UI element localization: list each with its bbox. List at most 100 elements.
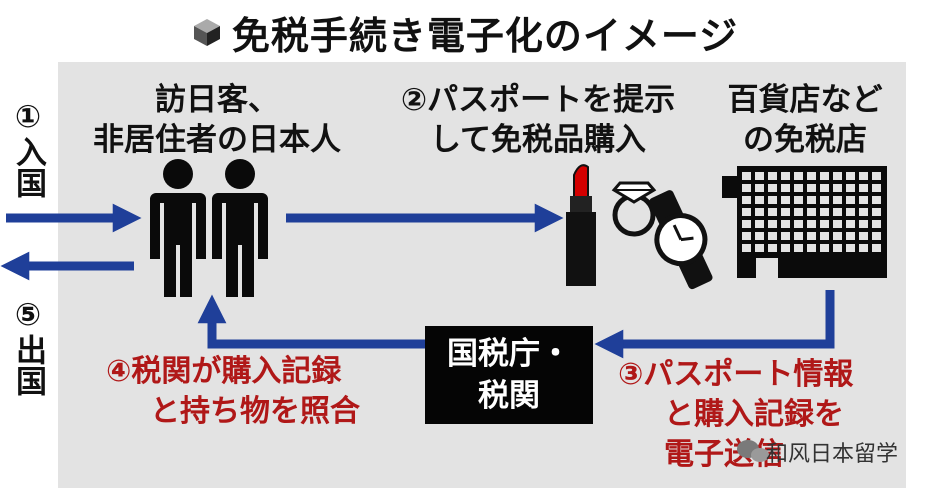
- store-label: 百貨店など の免税店: [712, 80, 898, 160]
- store-label-line1: 百貨店など: [727, 82, 883, 118]
- building-window: [859, 220, 868, 228]
- building-window: [768, 208, 777, 216]
- building-window: [742, 208, 751, 216]
- step2-label: ②パスポートを提示 して免税品購入: [378, 80, 698, 160]
- building-window: [742, 172, 751, 180]
- building-window: [794, 196, 803, 204]
- building-window: [872, 232, 881, 240]
- building-window: [781, 208, 790, 216]
- building-window: [781, 184, 790, 192]
- step2-label-line2: して免税品購入: [429, 122, 647, 158]
- watch-icon: [649, 190, 713, 290]
- watermark: 和风日本留学: [766, 436, 898, 468]
- building-window: [781, 172, 790, 180]
- authority-to-visitor-arrow: [197, 294, 425, 349]
- diagram-title: 免税手続き電子化のイメージ: [0, 6, 930, 58]
- person-icon: [212, 159, 268, 297]
- building-window: [833, 208, 842, 216]
- building-window: [846, 220, 855, 228]
- store-building-icon: [722, 166, 887, 278]
- building-window: [807, 196, 816, 204]
- building-window: [768, 232, 777, 240]
- building-window: [859, 244, 868, 252]
- wechat-icon: [737, 440, 769, 462]
- building-window: [768, 184, 777, 192]
- building-window: [807, 220, 816, 228]
- building-window: [820, 208, 829, 216]
- step2-label-line1: ②パスポートを提示: [400, 82, 676, 118]
- building-window: [833, 196, 842, 204]
- building-window: [820, 172, 829, 180]
- building-window: [820, 232, 829, 240]
- building-window: [755, 220, 764, 228]
- building-window: [807, 244, 816, 252]
- building-window: [794, 220, 803, 228]
- building-window: [872, 220, 881, 228]
- step3-label-line2: と購入記録を: [664, 397, 844, 432]
- entry-label: ① 入国: [8, 98, 48, 198]
- building-window: [755, 184, 764, 192]
- authority-line2: 税関: [478, 378, 540, 414]
- step4-label-line2: と持ち物を照合: [150, 394, 360, 429]
- building-window: [742, 184, 751, 192]
- building-window: [781, 196, 790, 204]
- step3-label: ③パスポート情報 と購入記録を 電子送信: [618, 355, 853, 475]
- building-window: [820, 196, 829, 204]
- building-window: [768, 196, 777, 204]
- building-window: [742, 196, 751, 204]
- building-window: [781, 220, 790, 228]
- building-window: [820, 244, 829, 252]
- building-window: [833, 184, 842, 192]
- exit-text: 出国: [10, 334, 46, 396]
- building-window: [794, 208, 803, 216]
- exit-label: ⑤ 出国: [8, 296, 48, 396]
- authority-box: 国税庁・ 税関: [425, 326, 593, 424]
- building-window: [846, 232, 855, 240]
- building-window: [859, 184, 868, 192]
- building-window: [807, 172, 816, 180]
- building-window: [846, 184, 855, 192]
- building-window: [742, 244, 751, 252]
- building-window: [807, 184, 816, 192]
- authority-line1: 国税庁・: [447, 336, 571, 372]
- building-window: [742, 232, 751, 240]
- store-label-line2: の免税店: [743, 122, 867, 158]
- building-window: [833, 220, 842, 228]
- building-window: [794, 184, 803, 192]
- building-window: [859, 196, 868, 204]
- building-window: [859, 232, 868, 240]
- visitor-label: 訪日客、 非居住者の日本人: [62, 80, 372, 160]
- lipstick-icon: [566, 164, 596, 286]
- building-window: [807, 208, 816, 216]
- step3-label-line1: ③パスポート情報: [618, 357, 854, 392]
- building-window: [768, 220, 777, 228]
- building-window: [755, 232, 764, 240]
- building-window: [872, 196, 881, 204]
- title-text: 免税手続き電子化のイメージ: [231, 13, 739, 58]
- building-window: [846, 172, 855, 180]
- entry-number: ①: [14, 99, 42, 135]
- building-window: [833, 244, 842, 252]
- building-window: [846, 244, 855, 252]
- visitor-label-line2: 非居住者の日本人: [93, 122, 341, 158]
- building-window: [859, 208, 868, 216]
- building-window: [807, 232, 816, 240]
- building-window: [755, 244, 764, 252]
- building-window: [859, 172, 868, 180]
- building-window: [872, 244, 881, 252]
- building-window: [768, 244, 777, 252]
- building-window: [872, 172, 881, 180]
- building-window: [755, 196, 764, 204]
- store-to-authority-arrow: [594, 290, 835, 359]
- building-window: [755, 172, 764, 180]
- building-window: [755, 208, 764, 216]
- building-window: [846, 196, 855, 204]
- person-icon: [150, 159, 206, 297]
- cube-icon: [193, 19, 220, 46]
- building-window: [768, 172, 777, 180]
- building-window: [781, 244, 790, 252]
- building-window: [742, 220, 751, 228]
- building-window: [820, 220, 829, 228]
- building-window: [794, 244, 803, 252]
- building-window: [846, 208, 855, 216]
